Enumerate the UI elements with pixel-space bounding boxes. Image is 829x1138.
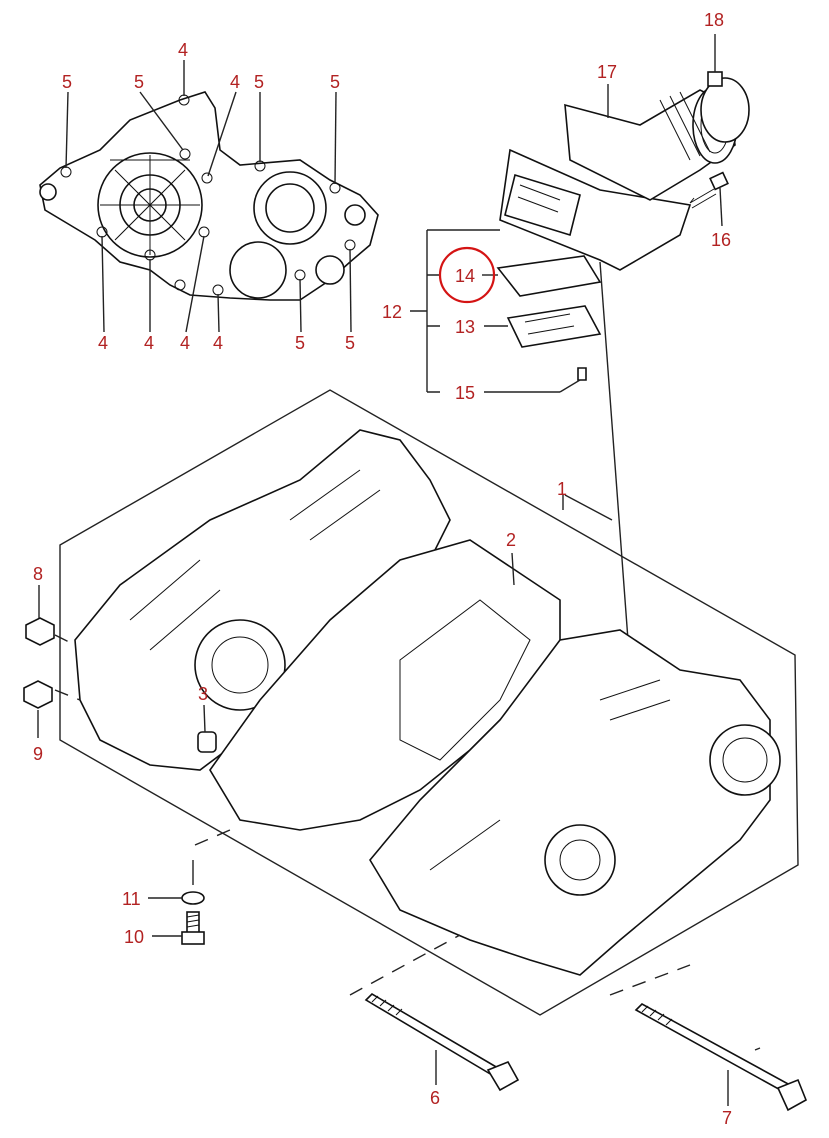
callout-5: 5 (330, 72, 340, 92)
nut-9 (23, 680, 53, 738)
washer-11 (148, 860, 205, 905)
callout-4: 4 (230, 72, 240, 92)
callout-7: 7 (722, 1108, 732, 1128)
callout-18: 18 (704, 10, 724, 30)
callout-16: 16 (711, 230, 731, 250)
callout-6: 6 (430, 1088, 440, 1108)
callout-11: 11 (122, 889, 141, 909)
callout-13: 13 (455, 317, 475, 337)
callout-5: 5 (134, 72, 144, 92)
callout-1: 1 (557, 479, 567, 499)
callout-4: 4 (144, 333, 154, 353)
callout-labels: 4 5 5 4 5 5 4 4 4 4 5 5 18 17 16 14 12 1… (33, 10, 732, 1128)
callout-10: 10 (124, 927, 144, 947)
callout-4: 4 (180, 333, 190, 353)
callout-17: 17 (597, 62, 617, 82)
callout-5: 5 (345, 333, 355, 353)
nut-8 (25, 585, 55, 646)
bolt-16 (689, 171, 729, 227)
callout-5: 5 (62, 72, 72, 92)
callout-8: 8 (33, 564, 43, 584)
callout-4: 4 (98, 333, 108, 353)
callout-9: 9 (33, 744, 43, 764)
callout-12: 12 (382, 302, 402, 322)
callout-5: 5 (254, 72, 264, 92)
long-bolt-7 (634, 1003, 808, 1112)
callout-3: 3 (198, 684, 208, 704)
reed-valve-intake-group (410, 34, 750, 393)
crankcase-assembly (54, 389, 799, 1051)
bolt-10 (152, 911, 205, 945)
callout-4: 4 (213, 333, 223, 353)
crankcase-side-view (39, 60, 379, 333)
callout-15: 15 (455, 383, 475, 403)
callout-4: 4 (178, 40, 188, 60)
highlight-circle (438, 246, 496, 304)
callout-14: 14 (455, 266, 475, 286)
callout-2: 2 (506, 530, 516, 550)
callout-5: 5 (295, 333, 305, 353)
long-bolt-6 (364, 992, 520, 1092)
